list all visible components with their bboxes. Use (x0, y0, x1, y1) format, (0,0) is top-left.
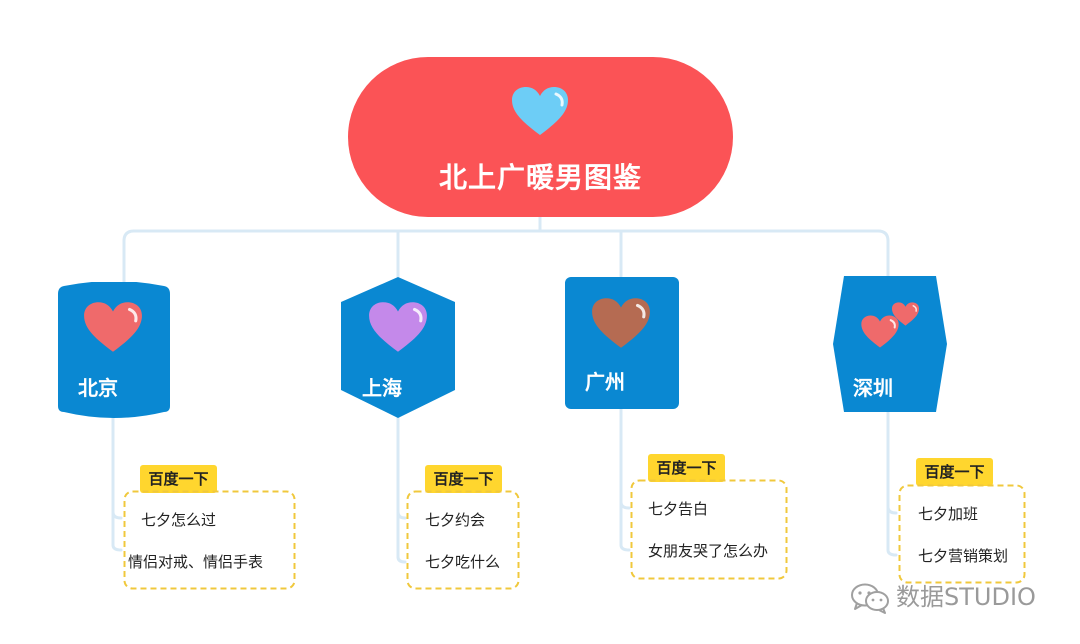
link-guangzhou-top (619, 500, 631, 510)
city-label-shenzhen: 深圳 (853, 376, 893, 400)
heart-icon (512, 87, 568, 135)
city-label-beijing: 北京 (78, 376, 118, 400)
link-guangzhou (619, 406, 631, 552)
tip-item: 七夕营销策划 (918, 547, 1009, 565)
tip-box-frame (630, 479, 788, 580)
tip-list-guangzhou: 七夕告白 女朋友哭了怎么办 (630, 479, 788, 580)
heart-icon (84, 302, 142, 352)
tip-item: 情侣对戒、情侣手表 (128, 553, 264, 571)
link-shanghai (396, 413, 407, 564)
search-tag[interactable]: 百度一下 (425, 465, 502, 493)
tip-item: 七夕怎么过 (141, 511, 217, 529)
link-shenzhen (886, 410, 898, 557)
tip-item: 七夕加班 (918, 505, 979, 523)
link-shanghai-top (396, 510, 407, 520)
tip-list-shenzhen: 七夕加班 七夕营销策划 (898, 484, 1026, 584)
link-beijing (111, 410, 123, 552)
link-beijing-top (111, 510, 123, 520)
tip-list-beijing: 七夕怎么过 情侣对戒、情侣手表 (123, 490, 296, 590)
root-title: 北上广暖男图鉴 (438, 161, 642, 194)
tip-box-frame (898, 484, 1026, 584)
tip-item: 七夕约会 (425, 511, 486, 529)
tip-item: 女朋友哭了怎么办 (648, 542, 769, 560)
tip-item: 七夕告白 (648, 500, 709, 518)
tip-item: 七夕吃什么 (425, 553, 501, 571)
root-node (348, 57, 733, 217)
city-label-shanghai: 上海 (362, 376, 402, 400)
heart-icon (891, 302, 920, 326)
watermark: 数据STUDIO (850, 580, 1050, 614)
horizontal-branch (122, 229, 890, 243)
search-tag[interactable]: 百度一下 (140, 465, 217, 493)
heart-icon (369, 302, 427, 352)
link-shenzhen-top (886, 505, 898, 515)
tip-list-shanghai: 七夕约会 七夕吃什么 (406, 490, 520, 590)
heart-icon (861, 315, 899, 348)
search-tag[interactable]: 百度一下 (916, 458, 993, 486)
search-tag[interactable]: 百度一下 (648, 454, 725, 482)
wechat-icon (851, 583, 889, 614)
heart-icon (592, 298, 650, 348)
watermark-text: 数据STUDIO (896, 583, 1036, 611)
city-label-guangzhou: 广州 (585, 370, 625, 394)
